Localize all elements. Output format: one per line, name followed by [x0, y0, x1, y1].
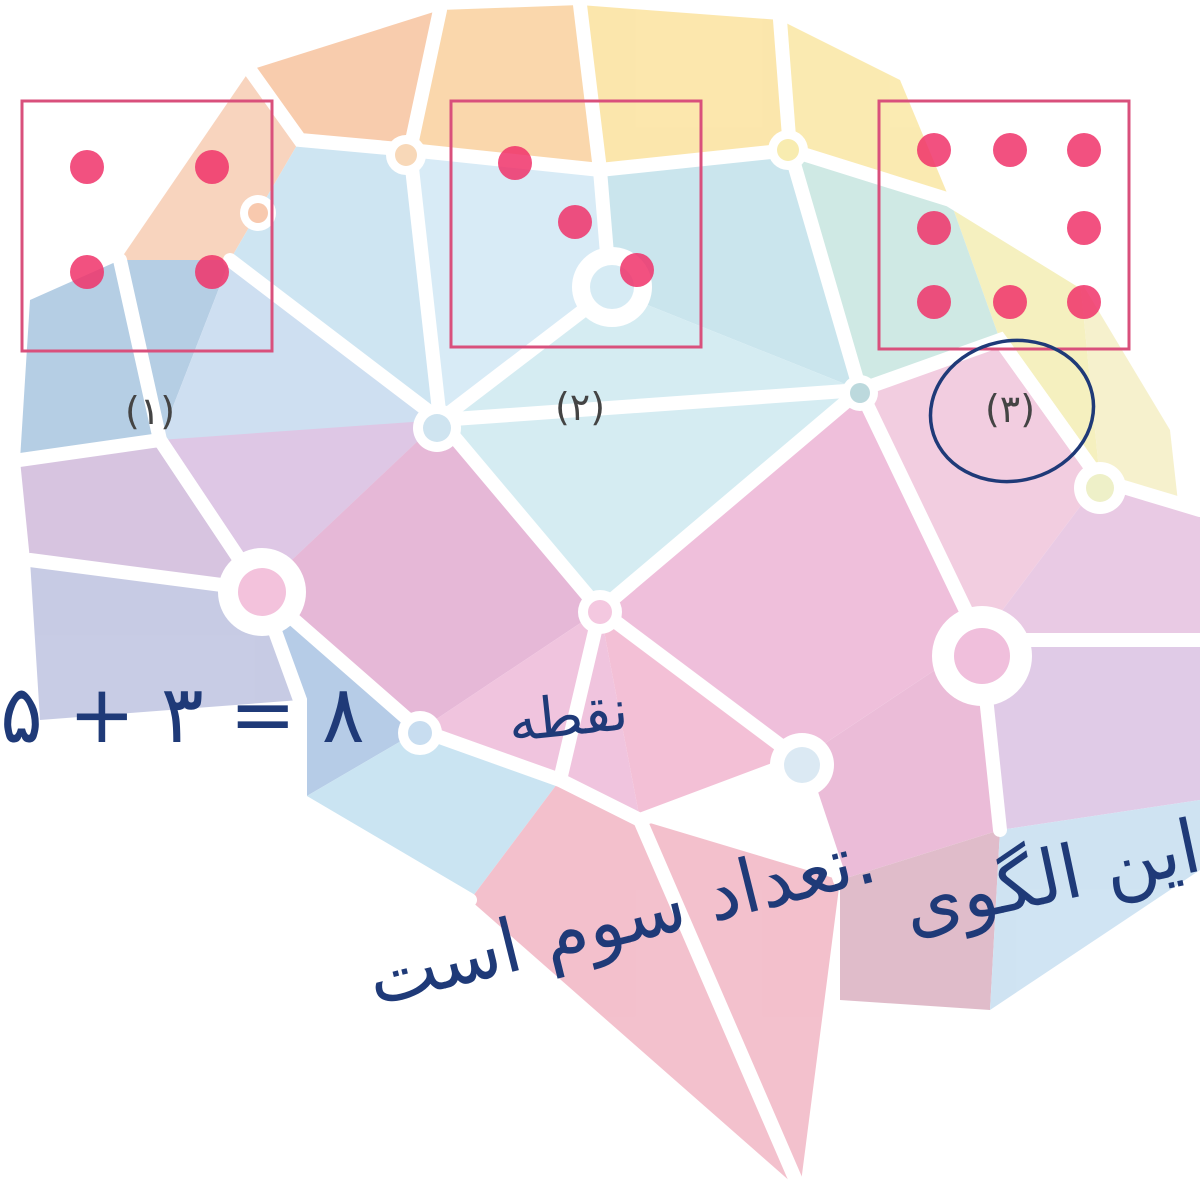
dot [1067, 285, 1101, 319]
dot [195, 255, 229, 289]
dot [558, 205, 592, 239]
dot [1067, 211, 1101, 245]
dot [498, 146, 532, 180]
dot [70, 150, 104, 184]
panel-3 [877, 99, 1131, 351]
answer-circle [928, 338, 1096, 484]
dot [993, 285, 1027, 319]
dot [993, 133, 1027, 167]
dot [70, 255, 104, 289]
brain-mosaic [20, 5, 1200, 1190]
dot [620, 253, 654, 287]
handwritten-word: نقطه [505, 678, 631, 755]
dot [917, 211, 951, 245]
panel-3-label: (۳) [985, 387, 1035, 431]
panel-1-label: (۱) [125, 389, 175, 433]
dot [1067, 133, 1101, 167]
dot [917, 285, 951, 319]
dot [195, 150, 229, 184]
panel-2 [449, 99, 703, 349]
dot [917, 133, 951, 167]
panel-2-label: (۲) [555, 385, 605, 429]
panel-1 [20, 99, 274, 353]
handwritten-equation: ۵ + ۳ = ۸ [0, 668, 365, 761]
